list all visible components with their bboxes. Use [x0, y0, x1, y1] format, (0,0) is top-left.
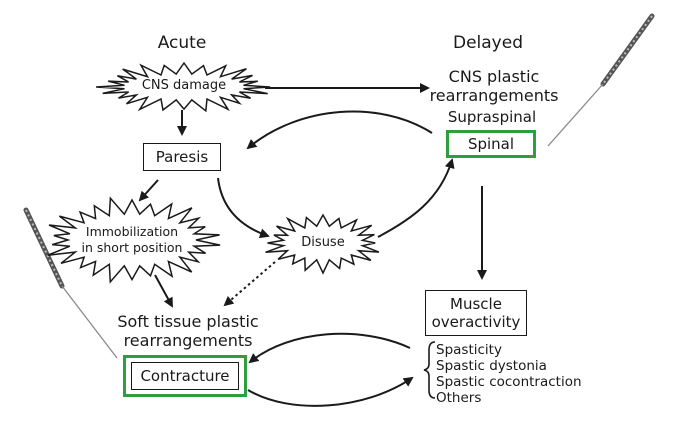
needle-icon [547, 13, 655, 147]
list-item: Spastic cocontraction [436, 374, 582, 390]
supraspinal-label: Supraspinal [447, 108, 537, 126]
needle-icon [23, 207, 118, 359]
soft-tissue-line-1: Soft tissue plastic [117, 312, 259, 331]
acute-heading: Acute [157, 33, 207, 53]
immobilization-burst [47, 196, 221, 284]
contracture-label: Contracture [140, 367, 230, 385]
soft-tissue-label: Soft tissue plastic rearrangements [117, 312, 258, 350]
cns-damage-burst [96, 61, 271, 113]
immobilization-line-1: Immobilization [85, 224, 179, 239]
cns-plastic-line-1: CNS plastic [448, 67, 540, 86]
arrow-paresis-to-disuse [217, 177, 270, 239]
muscle-overactivity-line-2: overactivity [431, 313, 521, 331]
arrow-contracture-to-overactivity [247, 376, 414, 407]
disuse-label: Disuse [301, 235, 345, 250]
cns-damage-label: CNS damage [141, 78, 227, 93]
list-item: Others [436, 390, 482, 406]
immobilization-line-2: in short position [81, 240, 183, 255]
overactivity-brace [423, 341, 436, 399]
list-item: Spasticity [436, 342, 502, 358]
immobilization-label: Immobilization in short position [82, 224, 183, 256]
spinal-highlight: Spinal [446, 130, 536, 158]
paresis-box: Paresis [143, 143, 221, 171]
cns-plastic-line-2: rearrangements [429, 86, 559, 105]
contracture-box: Contracture [131, 362, 239, 390]
arrow-spinal-to-paresis [246, 110, 433, 150]
muscle-overactivity-box: Muscle overactivity [425, 290, 527, 336]
list-item: Spastic dystonia [436, 358, 547, 374]
overactivity-types-list: Spasticity Spastic dystonia Spastic coco… [436, 342, 582, 406]
arrow-immobilization-to-softtissue [154, 274, 173, 308]
contracture-highlight: Contracture [123, 355, 247, 397]
delayed-heading: Delayed [452, 33, 524, 53]
arrow-disuse-to-spinal [377, 158, 455, 238]
arrow-overactivity-to-contracture [248, 332, 411, 364]
muscle-overactivity-line-1: Muscle [450, 295, 502, 313]
paresis-label: Paresis [155, 148, 209, 166]
disuse-burst [265, 213, 380, 275]
spinal-label: Spinal [467, 135, 515, 153]
arrow-paresis-to-immobilization [138, 179, 159, 202]
soft-tissue-line-2: rearrangements [123, 331, 253, 350]
cns-plastic-label: CNS plastic rearrangements [430, 67, 559, 105]
arrow-disuse-to-softtissue [223, 261, 276, 307]
